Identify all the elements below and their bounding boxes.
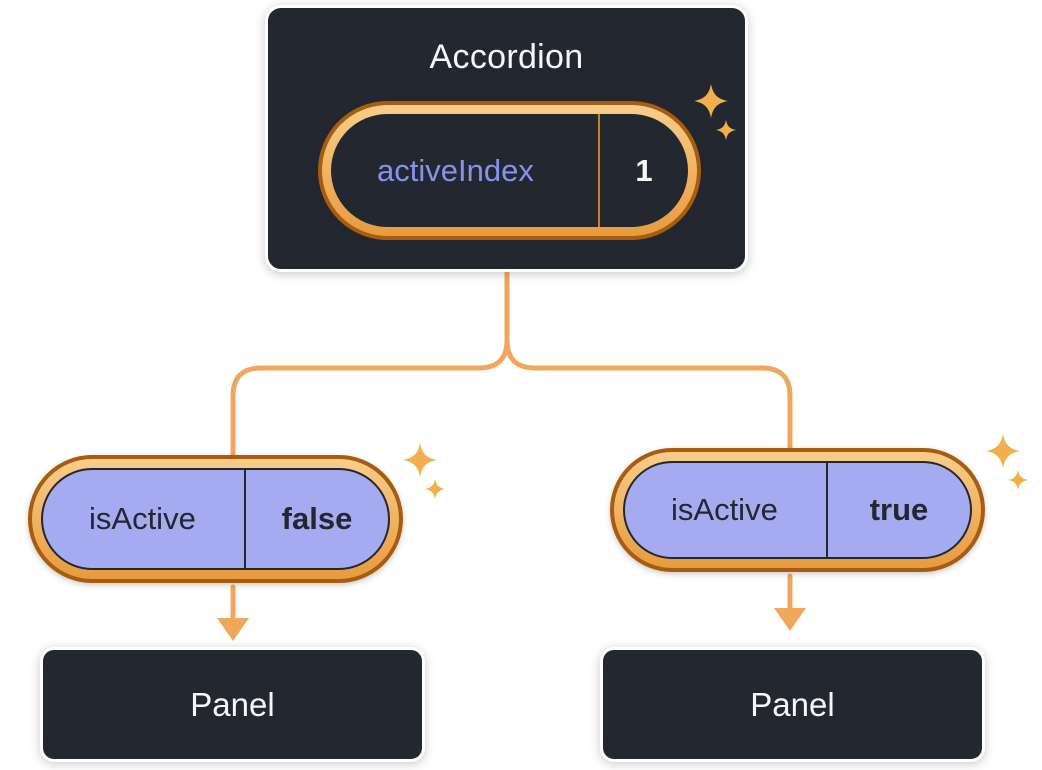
panel-left-label: Panel bbox=[190, 685, 275, 723]
state-pill: activeIndex 1 bbox=[318, 101, 701, 240]
sparkle-icon bbox=[986, 434, 1020, 468]
arrow-left-head bbox=[217, 618, 249, 641]
prop-pill-right-inner: isActive true bbox=[623, 461, 972, 559]
connector-left-branch bbox=[230, 269, 510, 458]
prop-pill-right: isActive true bbox=[610, 448, 985, 572]
prop-pill-left-inner: isActive false bbox=[41, 468, 390, 570]
prop-pill-right-divider bbox=[826, 463, 828, 557]
panel-right-label: Panel bbox=[750, 685, 835, 723]
arrow-right-head bbox=[774, 608, 806, 631]
panel-node-right: Panel bbox=[600, 647, 985, 762]
state-pill-value: 1 bbox=[635, 152, 653, 188]
prop-pill-right-label: isActive bbox=[671, 492, 778, 527]
prop-pill-left: isActive false bbox=[28, 455, 403, 583]
state-pill-label: activeIndex bbox=[377, 152, 534, 188]
accordion-title: Accordion bbox=[429, 38, 584, 76]
prop-pill-left-divider bbox=[244, 470, 246, 568]
state-pill-inner: activeIndex 1 bbox=[331, 114, 688, 227]
sparkle-icon bbox=[716, 120, 736, 140]
sparkle-icon bbox=[1008, 470, 1028, 490]
prop-pill-left-label: isActive bbox=[89, 501, 196, 536]
sparkle-group-top bbox=[694, 84, 750, 144]
accordion-node: Accordion activeIndex 1 bbox=[265, 5, 748, 272]
prop-pill-left-value: false bbox=[281, 501, 353, 536]
sparkle-icon bbox=[694, 84, 728, 118]
sparkle-icon bbox=[425, 479, 445, 499]
sparkle-icon bbox=[403, 443, 437, 477]
prop-pill-right-value: true bbox=[869, 492, 929, 527]
sparkle-group-right bbox=[986, 434, 1042, 494]
connector-right-branch bbox=[504, 269, 793, 451]
state-pill-divider bbox=[598, 114, 600, 227]
panel-node-left: Panel bbox=[40, 647, 425, 762]
sparkle-group-left bbox=[403, 443, 459, 503]
